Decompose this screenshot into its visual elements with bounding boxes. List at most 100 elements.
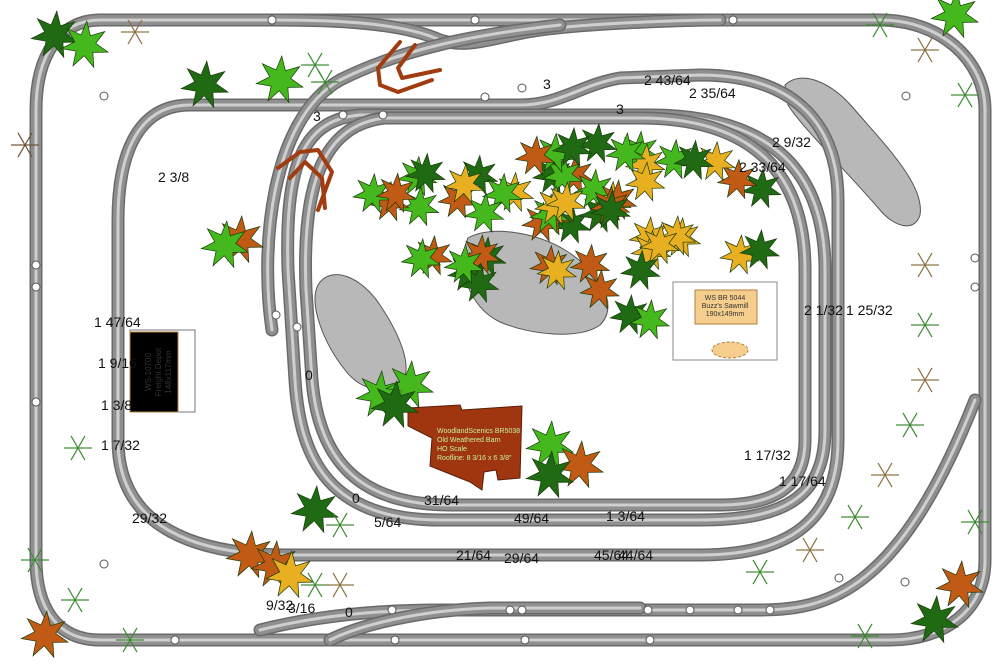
- tree: [30, 9, 79, 59]
- shrub: [70, 435, 79, 449]
- shrub: [307, 572, 316, 586]
- track-inner-loop-center: [304, 116, 807, 507]
- shrub: [879, 12, 888, 26]
- sawmill-label-2: Buzz's Sawmill: [702, 303, 749, 310]
- tree: [579, 268, 621, 310]
- shrub: [857, 635, 866, 649]
- track-joiner: [517, 83, 527, 93]
- track-network: [29, 13, 992, 647]
- track-joiner: [99, 91, 109, 101]
- label-1-9-16: 1 9/16: [98, 355, 137, 371]
- freight-depot: WS-10700 Freight Depot 148x117mm: [129, 329, 196, 413]
- shrub: [314, 52, 323, 66]
- bridge-upper: [376, 40, 434, 94]
- track-joiner: [970, 253, 980, 263]
- track-joiner: [517, 605, 527, 615]
- sawmill-body: [694, 289, 758, 325]
- shrub: [924, 264, 933, 278]
- shrub: [967, 521, 976, 535]
- label-3-c: 3: [616, 101, 624, 117]
- shrub: [752, 559, 761, 573]
- shrub: [917, 367, 926, 381]
- track-joiner: [645, 635, 655, 645]
- track-joiner: [685, 605, 695, 615]
- track-second-loop-center: [116, 73, 840, 557]
- rock-formations: [314, 77, 921, 391]
- tree: [404, 152, 446, 194]
- barn-label-3: HO Scale: [437, 446, 467, 453]
- shrub: [67, 599, 76, 613]
- barn-body: [407, 404, 523, 491]
- rock-upper-right: [784, 77, 921, 227]
- shrub: [324, 69, 333, 83]
- track-joiner: [733, 605, 743, 615]
- shrub: [964, 82, 973, 96]
- label-2-33-64: 2 33/64: [739, 159, 786, 175]
- shrub: [134, 19, 143, 33]
- track-joiner: [970, 282, 980, 292]
- shrub: [314, 572, 323, 586]
- track-joiner: [31, 282, 41, 292]
- track-joiner: [170, 635, 180, 645]
- label-1-17-64: 1 17/64: [779, 473, 826, 489]
- shrub: [872, 24, 881, 38]
- barn-label-2: Old Weathered Barn: [437, 437, 501, 444]
- tree: [443, 163, 485, 205]
- tree: [638, 223, 681, 265]
- label-1-17-32: 1 17/32: [744, 447, 791, 463]
- label-1-3-8: 1 3/8: [101, 397, 132, 413]
- tree: [604, 131, 646, 173]
- barn-label-1: WoodlandScenics BR5038: [437, 428, 520, 435]
- tree: [930, 0, 979, 39]
- shrub: [27, 559, 36, 573]
- shrub: [964, 94, 973, 108]
- shrub: [27, 547, 36, 561]
- shrub: [917, 324, 926, 338]
- label-0-mid: 0: [305, 367, 313, 383]
- label-3-b: 3: [543, 76, 551, 92]
- shrub: [122, 627, 131, 641]
- tree: [525, 449, 574, 499]
- buzzs-sawmill: WS BR 5044 Buzz's Sawmill 190x149mm: [672, 281, 778, 361]
- tree: [935, 559, 984, 609]
- shrub: [752, 571, 761, 585]
- shrub: [967, 509, 976, 523]
- tree: [624, 161, 666, 202]
- track-crossover-branch-center: [266, 23, 562, 332]
- track-joiner: [292, 322, 302, 332]
- track-joiner: [834, 573, 844, 583]
- label-2-35-64: 2 35/64: [689, 85, 736, 101]
- track-joiner: [520, 635, 530, 645]
- label-1-3-64: 1 3/64: [606, 508, 645, 524]
- tree: [514, 135, 556, 177]
- tree: [673, 139, 715, 181]
- tree: [653, 138, 695, 180]
- shrub: [339, 512, 348, 526]
- rock-left: [314, 274, 407, 391]
- tree: [20, 609, 69, 659]
- shrub: [77, 435, 86, 449]
- shrub: [924, 49, 933, 63]
- shrub: [34, 547, 43, 561]
- tree: [619, 249, 661, 291]
- measurement-labels: 2 3/8 1 47/64 1 9/16 1 3/8 1 7/32 29/32 …: [94, 72, 893, 620]
- tree: [225, 529, 274, 579]
- tree: [609, 293, 651, 335]
- shrub: [759, 571, 768, 585]
- shrub: [307, 64, 316, 78]
- label-3-16: 3/16: [288, 600, 315, 616]
- track-joiner: [387, 605, 397, 615]
- shrub: [902, 412, 911, 426]
- track-joiner: [31, 260, 41, 270]
- shrub: [127, 19, 136, 33]
- shrub: [339, 572, 348, 586]
- shrub: [809, 549, 818, 563]
- label-49-64: 49/64: [514, 510, 549, 526]
- old-weathered-barn: WoodlandScenics BR5038 Old Weathered Bar…: [407, 404, 523, 491]
- tree: [569, 243, 611, 285]
- shrub: [879, 24, 888, 38]
- label-2-9-32: 2 9/32: [772, 134, 811, 150]
- track-joiner: [901, 91, 911, 101]
- shrub: [307, 584, 316, 598]
- tree: [525, 419, 574, 469]
